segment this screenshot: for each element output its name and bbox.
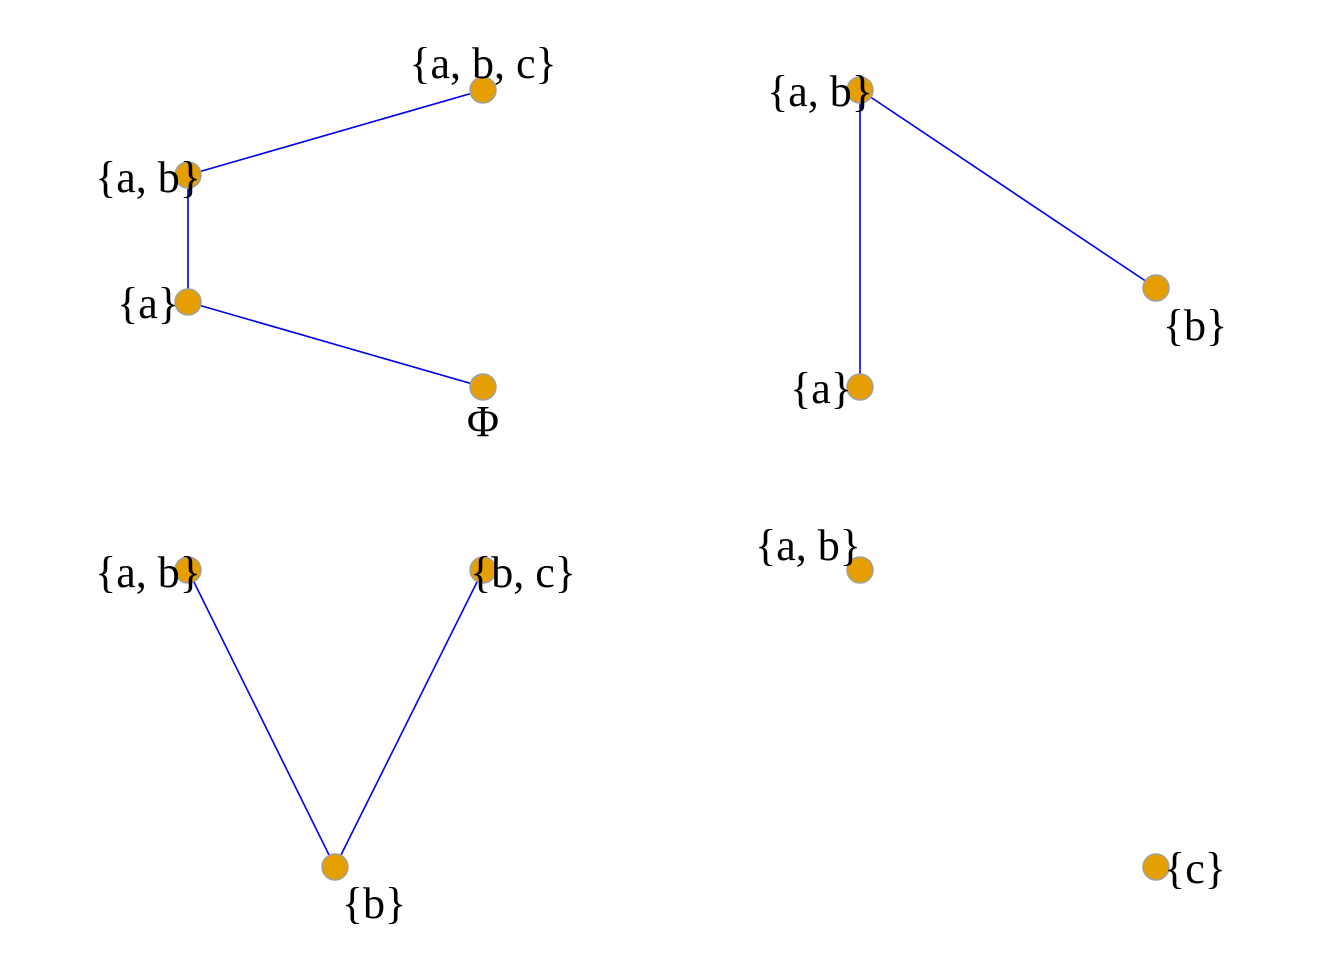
node-label-graph3-b: {b} <box>342 879 406 928</box>
node-graph2-ab <box>846 76 874 104</box>
node-label-graph2-a: {a} <box>790 364 852 413</box>
edges-layer <box>187 89 1157 868</box>
node-label-graph2-b: {b} <box>1163 301 1227 350</box>
node-label-graph3-bc: {b, c} <box>470 548 576 597</box>
node-label-graph2-ab: {a, b} <box>767 67 873 116</box>
node-graph3-bc <box>469 556 497 584</box>
node-graph1-abc <box>469 76 497 104</box>
labels-layer: {a, b, c} {a, b} {a} Φ {a, b} {b} {a} {a, b} {b,… <box>95 39 1227 928</box>
node-label-graph3-ab: {a, b} <box>95 548 201 597</box>
node-label-graph1-abc: {a, b, c} <box>409 39 556 88</box>
node-graph2-a <box>846 373 874 401</box>
node-label-graph4-ab: {a, b} <box>755 521 861 570</box>
node-label-graph4-c: {c} <box>1164 844 1226 893</box>
node-label-graph1-ab: {a, b} <box>95 153 201 202</box>
node-graph2-b <box>1142 274 1170 302</box>
edge-graph3-ab-b <box>187 569 336 868</box>
node-graph4-c <box>1142 853 1170 881</box>
edge-graph1-abc-ab <box>187 89 484 176</box>
edge-graph3-bc-b <box>334 569 484 868</box>
node-graph4-ab <box>846 556 874 584</box>
node-graph3-ab <box>174 556 202 584</box>
node-graph3-b <box>321 853 349 881</box>
node-graph1-phi <box>469 373 497 401</box>
edge-graph1-a-phi <box>187 301 484 388</box>
node-label-graph1-phi: Φ <box>467 397 499 446</box>
edge-graph2-ab-b <box>859 89 1157 289</box>
node-graph1-ab <box>174 161 202 189</box>
node-graph1-a <box>174 288 202 316</box>
node-label-graph1-a: {a} <box>117 279 179 328</box>
nodes-layer <box>174 76 1170 881</box>
